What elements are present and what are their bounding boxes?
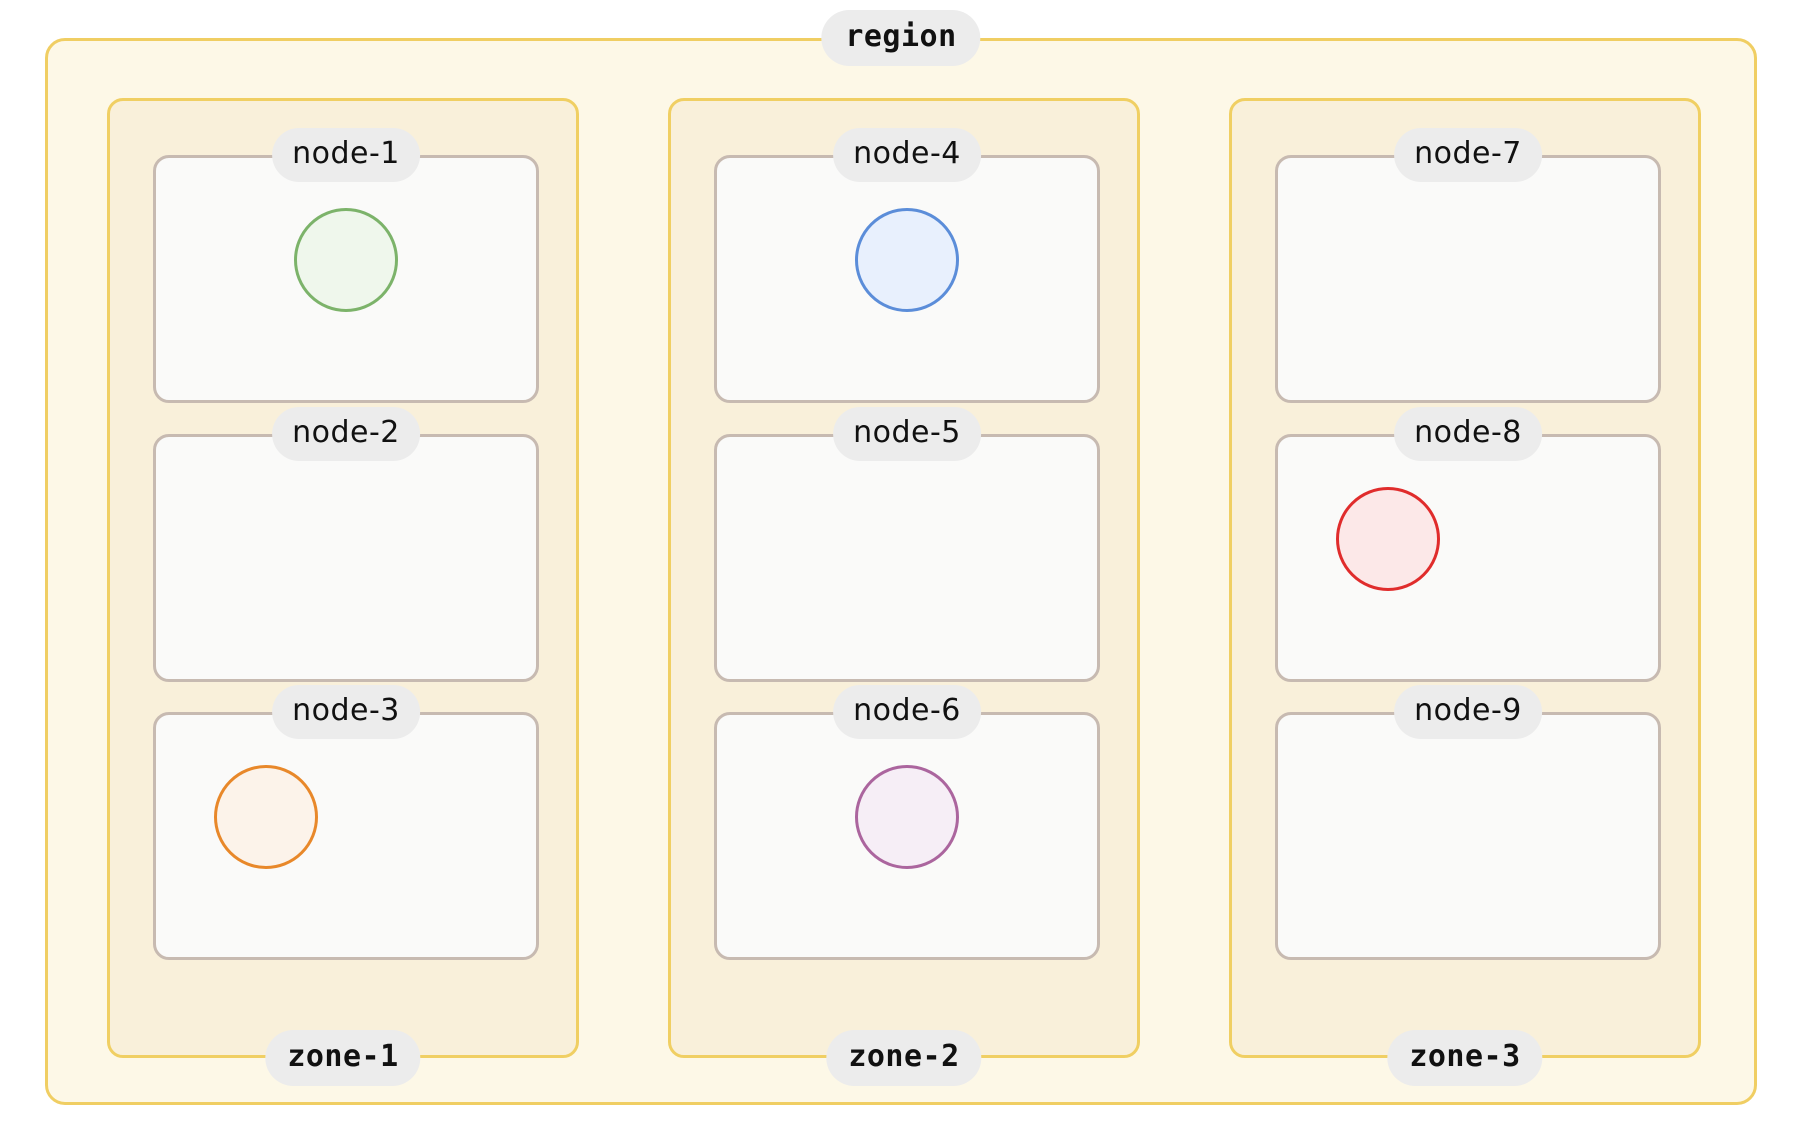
node-container-6[interactable]: node-6 [714, 685, 1100, 960]
node-label-1: node-1 [272, 128, 420, 182]
node-marker-circle-6 [855, 765, 959, 869]
node-label-3: node-3 [272, 685, 420, 739]
node-container-2[interactable]: node-2 [153, 406, 539, 682]
node-container-3[interactable]: node-3 [153, 685, 539, 960]
node-marker-circle-4 [855, 208, 959, 312]
node-label-7: node-7 [1394, 128, 1542, 182]
zone-label-1: zone-1 [265, 1030, 421, 1086]
node-container-9[interactable]: node-9 [1275, 685, 1661, 960]
node-column-2: node-4 node-5 node-6 [714, 128, 1100, 960]
zone-row: node-1 node-2 node-3 zone-1 [107, 98, 1701, 1086]
node-marker-circle-3 [214, 765, 318, 869]
zone-container-2[interactable]: node-4 node-5 node-6 zone-2 [668, 98, 1140, 1086]
region-label: region [821, 10, 981, 66]
node-container-1[interactable]: node-1 [153, 128, 539, 403]
node-container-7[interactable]: node-7 [1275, 128, 1661, 403]
node-label-8: node-8 [1394, 406, 1542, 461]
node-label-4: node-4 [833, 128, 981, 182]
zone-label-3: zone-3 [1387, 1030, 1543, 1086]
node-marker-circle-8 [1336, 486, 1440, 591]
node-column-3: node-7 node-8 node-9 [1275, 128, 1661, 960]
node-container-5[interactable]: node-5 [714, 406, 1100, 682]
zone-label-2: zone-2 [826, 1030, 982, 1086]
node-container-4[interactable]: node-4 [714, 128, 1100, 403]
region-container[interactable]: region node-1 node-2 node-3 [45, 10, 1757, 1105]
node-label-5: node-5 [833, 406, 981, 461]
zone-container-1[interactable]: node-1 node-2 node-3 zone-1 [107, 98, 579, 1086]
node-label-6: node-6 [833, 685, 981, 739]
node-container-8[interactable]: node-8 [1275, 406, 1661, 682]
node-marker-circle-1 [294, 208, 398, 312]
node-label-2: node-2 [272, 406, 420, 461]
node-label-9: node-9 [1394, 685, 1542, 739]
node-column-1: node-1 node-2 node-3 [153, 128, 539, 960]
zone-container-3[interactable]: node-7 node-8 node-9 zone-3 [1229, 98, 1701, 1086]
